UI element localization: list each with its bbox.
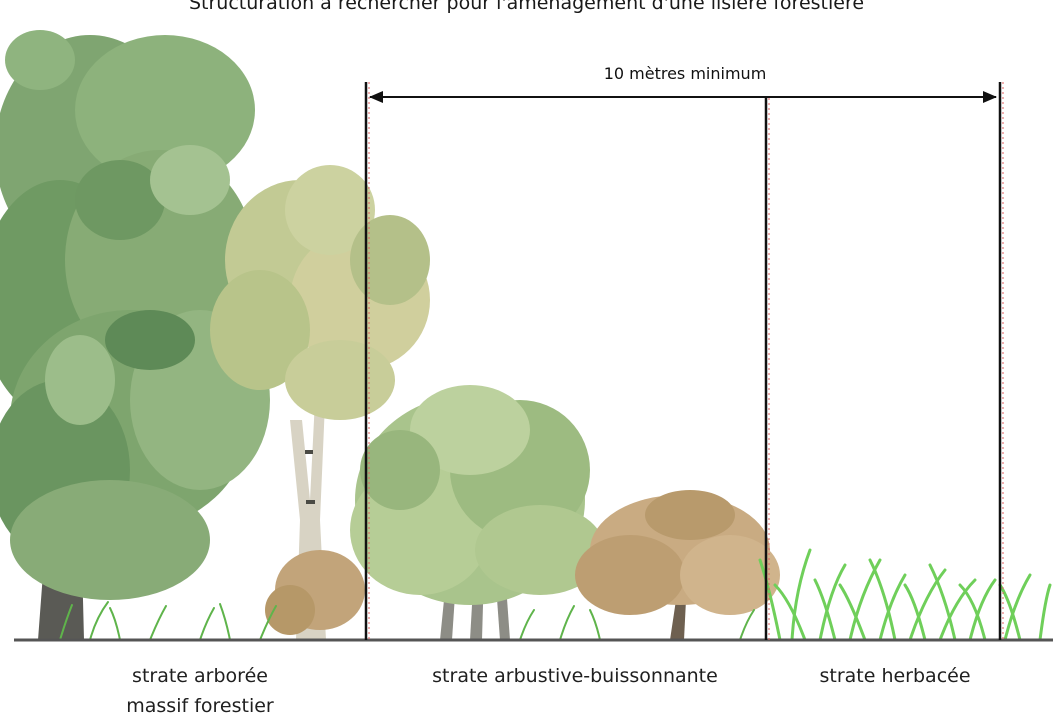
- small-shrub-illustration: [265, 550, 365, 635]
- boundary-line-3: [1000, 82, 1003, 640]
- zone-label-line: strate arbustive-buissonnante: [390, 661, 760, 691]
- zone-label-line: massif forestier: [70, 691, 330, 721]
- zone-label-arboree: strate arborée massif forestier: [70, 661, 330, 721]
- zone-label-line: strate arborée: [70, 661, 330, 691]
- green-bush-illustration: [350, 385, 605, 640]
- dimension-label: 10 mètres minimum: [540, 64, 830, 83]
- zone-label-line: strate herbacée: [770, 661, 1020, 691]
- zone-label-herbacee: strate herbacée: [770, 661, 1020, 691]
- zone-label-arbustive: strate arbustive-buissonnante: [390, 661, 760, 691]
